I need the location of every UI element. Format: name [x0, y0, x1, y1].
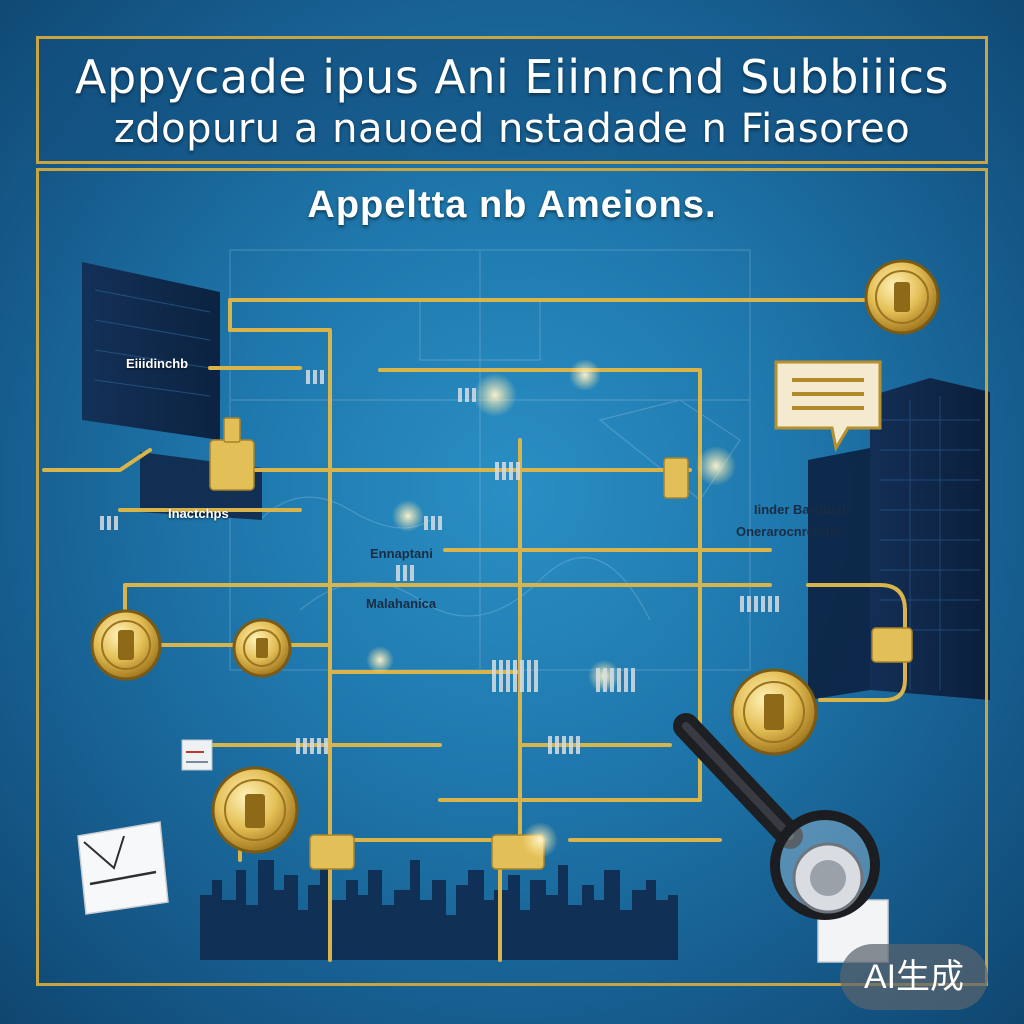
- coin-icon: [864, 259, 940, 335]
- coin-icon: [232, 618, 292, 678]
- coin-icon: [90, 609, 162, 681]
- light-glows: [366, 359, 736, 858]
- label-ennaptani: Ennaptani: [370, 546, 433, 561]
- document-icon: [774, 360, 882, 453]
- label-inactchps: Inactchps: [168, 506, 229, 521]
- label-eiiidinchb: Eiiidinchb: [126, 356, 189, 371]
- magnifier-icon: [673, 713, 889, 963]
- subtitle: Appeltta nb Ameions.: [307, 184, 717, 226]
- connector-nodes: [209, 417, 913, 870]
- label-iinder-bardtual: Iinder Bardtual: [754, 502, 846, 517]
- label-onerarocnreions: Onerarocnreions: [736, 524, 841, 539]
- label-malahanica: Malahanica: [366, 596, 437, 611]
- coin-icon: [730, 668, 818, 756]
- ai-generated-badge: AI生成: [840, 944, 988, 1010]
- title-line-2: zdopuru a nauoed nstadade n Fiasoreo: [113, 106, 911, 152]
- gauge-icon: [181, 739, 213, 771]
- title-line-1: Appycade ipus Ani Eiinncnd Subbiiics: [75, 50, 949, 104]
- server-building-icon: [808, 378, 990, 700]
- envelope-icon: [77, 821, 169, 915]
- data-glyphs: [100, 370, 779, 754]
- skyline-icon: [200, 860, 678, 960]
- main-frame: [36, 168, 988, 986]
- title-frame: [36, 36, 988, 164]
- coin-icon: [211, 766, 299, 854]
